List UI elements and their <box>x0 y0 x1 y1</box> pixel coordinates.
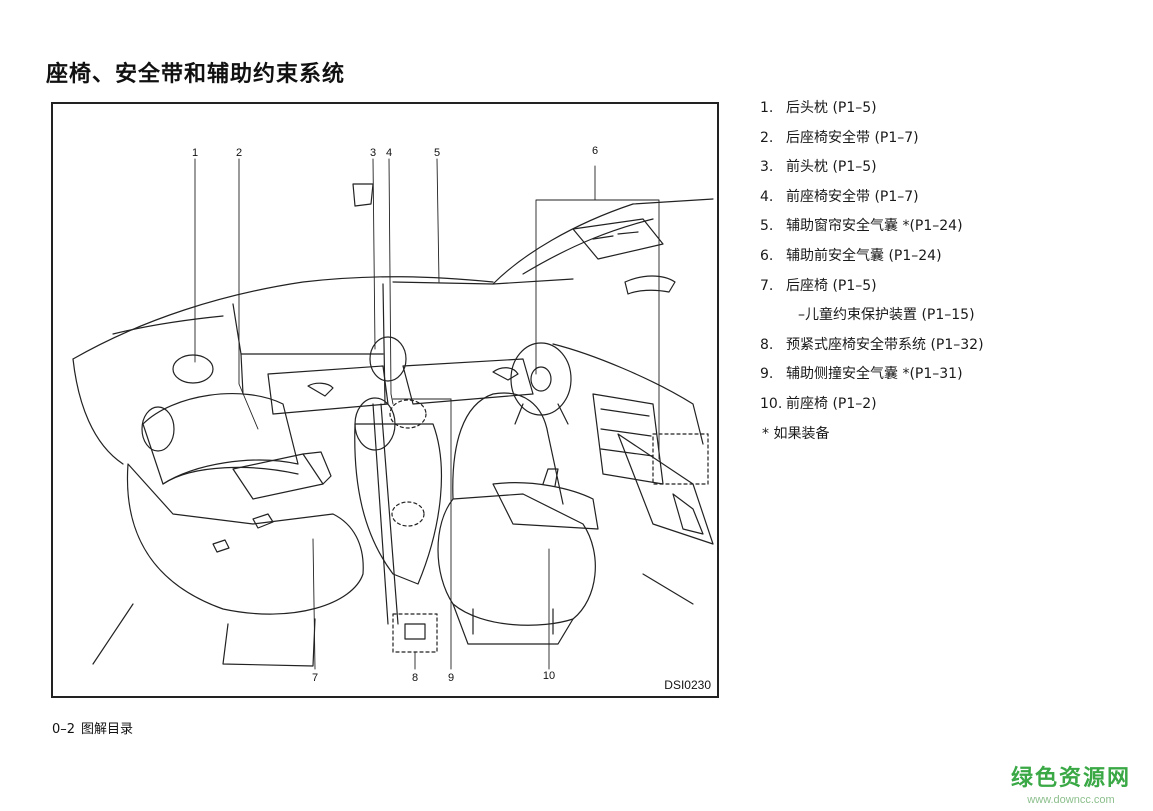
figure-code: DSI0230 <box>664 678 711 692</box>
legend-item: 7. 后座椅 (P1–5) <box>760 275 1100 305</box>
callout-1: 1 <box>191 147 199 159</box>
legend-number: 8. <box>760 336 774 353</box>
legend-number: 5. <box>760 218 774 235</box>
legend-number: 2. <box>760 129 774 146</box>
legend-text: 后头枕 (P1–5) <box>786 100 877 116</box>
legend-item: 1. 后头枕 (P1–5) <box>760 97 1100 127</box>
page-number: 0–2 <box>52 722 76 737</box>
legend-number: 9. <box>760 366 774 383</box>
legend-text: 前座椅安全带 (P1–7) <box>786 188 919 205</box>
legend-number: 6. <box>760 247 774 264</box>
legend-text: 辅助窗帘安全气囊 *(P1–24) <box>786 218 963 235</box>
legend-text: 后座椅 (P1–5) <box>786 277 877 294</box>
legend-subitem: –儿童约束保护装置 (P1–15) <box>760 304 1100 334</box>
callout-10: 10 <box>542 670 556 682</box>
legend-item: 4. 前座椅安全带 (P1–7) <box>760 186 1100 216</box>
legend-text: –儿童约束保护装置 (P1–15) <box>798 307 975 324</box>
legend-item: 9. 辅助侧撞安全气囊 *(P1–31) <box>760 363 1100 393</box>
legend-item: 10.前座椅 (P1–2) <box>760 393 1100 423</box>
legend-text: 辅助侧撞安全气囊 *(P1–31) <box>786 366 963 383</box>
section-name: 图解目录 <box>81 722 134 737</box>
legend-item: 2. 后座椅安全带 (P1–7) <box>760 127 1100 157</box>
watermark-url: www.downcc.com <box>1027 794 1115 806</box>
callout-6: 6 <box>591 145 599 157</box>
page-title: 座椅、安全带和辅助约束系统 <box>46 62 346 87</box>
seat-system-illustration: 1 2 3 4 5 6 7 8 9 10 DSI0230 <box>51 102 719 698</box>
legend-number: 7. <box>760 277 774 294</box>
car-interior-drawing <box>72 158 714 670</box>
callout-2: 2 <box>235 147 243 159</box>
page-footer: 0–2 图解目录 <box>52 718 139 737</box>
watermark-logo-text: 绿色资源网 <box>1010 765 1131 790</box>
legend-number: 3. <box>760 159 774 176</box>
legend-item: 8. 预紧式座椅安全带系统 (P1–32) <box>760 334 1100 364</box>
legend-text: 后座椅安全带 (P1–7) <box>786 129 919 146</box>
legend-item: 5. 辅助窗帘安全气囊 *(P1–24) <box>760 215 1100 245</box>
legend-number: 4. <box>760 188 774 205</box>
legend-text: 辅助前安全气囊 (P1–24) <box>786 247 942 264</box>
legend-text: 前座椅 (P1–2) <box>786 395 877 412</box>
callout-4: 4 <box>385 147 393 159</box>
callout-7: 7 <box>311 672 319 684</box>
callout-8: 8 <box>411 672 419 684</box>
legend-number: 1. <box>760 100 774 116</box>
legend-item: 3. 前头枕 (P1–5) <box>760 156 1100 186</box>
legend-footnote: * 如果装备 <box>760 423 1100 453</box>
callout-3: 3 <box>369 147 377 159</box>
legend-list: 1. 后头枕 (P1–5) 2. 后座椅安全带 (P1–7) 3. 前头枕 (P1–5… <box>760 97 1100 452</box>
legend-number: 10. <box>760 395 783 412</box>
legend-text: * 如果装备 <box>762 425 830 442</box>
legend-text: 前头枕 (P1–5) <box>786 159 877 176</box>
legend-item: 6. 辅助前安全气囊 (P1–24) <box>760 245 1100 275</box>
callout-9: 9 <box>447 672 455 684</box>
callout-5: 5 <box>433 147 441 159</box>
legend-text: 预紧式座椅安全带系统 (P1–32) <box>786 336 984 353</box>
watermark: 绿色资源网 www.downcc.com <box>1011 760 1131 806</box>
